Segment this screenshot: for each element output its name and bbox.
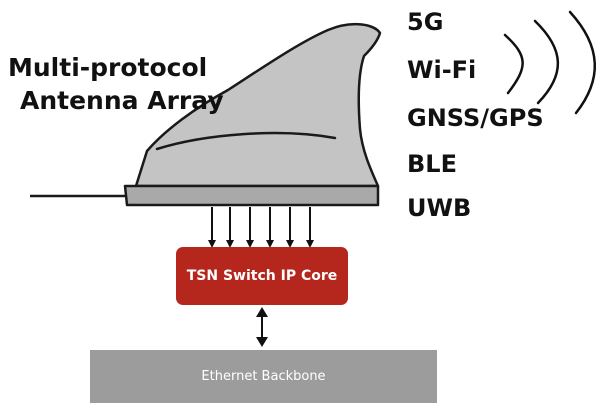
shark-fin-antenna-icon [123,22,382,207]
diagram-title-line-1: Multi-protocol [8,53,208,82]
antenna-crease [155,131,337,151]
protocol-label-ble: BLE [407,150,457,178]
radio-wave-3 [568,10,596,115]
protocol-label-gnss-gps: GNSS/GPS [407,104,544,132]
antenna-fin [134,22,382,188]
diagram-title-line-2: Antenna Array [20,86,224,115]
radio-waves-icon [503,10,596,115]
radio-wave-1 [503,33,524,95]
protocol-label-wifi: Wi-Fi [407,56,477,84]
ethernet-backbone-box: Ethernet Backbone [90,350,437,403]
ethernet-backbone-label: Ethernet Backbone [201,369,326,384]
radio-wave-2 [533,19,560,105]
tsn-switch-label: TSN Switch IP Core [186,268,338,284]
bidirectional-arrow [256,307,268,347]
antenna-base [123,184,380,207]
protocol-label-uwb: UWB [407,194,472,222]
protocol-label-5g: 5G [407,8,444,36]
signal-arrows [208,207,314,248]
tsn-switch-box: TSN Switch IP Core [176,247,348,305]
